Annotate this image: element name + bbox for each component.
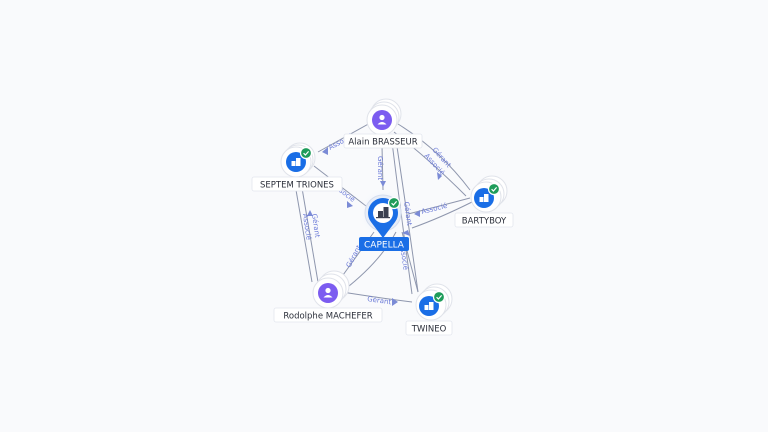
edge-label-rodolphe-septem-associe: Associé — [301, 213, 313, 240]
check-badge-icon — [487, 182, 501, 196]
node-alain-brasseur[interactable]: Alain BRASSEUR — [343, 98, 423, 149]
check-badge-icon — [387, 196, 401, 210]
node-rodolphe-machefer[interactable]: Rodolphe MACHEFER — [273, 270, 383, 323]
node-label: SEPTEM TRIONES — [260, 181, 334, 191]
arrow-head — [392, 298, 398, 306]
edge-alain-twineo-1 — [395, 139, 419, 293]
arrow-layer — [307, 147, 442, 306]
arrow-head — [437, 172, 442, 180]
edge-label-rodolphe-twineo: Gérant — [367, 295, 392, 306]
arrow-head — [347, 201, 353, 208]
node-capella[interactable]: CAPELLA — [359, 189, 409, 251]
edge-bartyboy-capella-1 — [407, 197, 471, 215]
building-icon — [376, 207, 390, 219]
edge-label-alain-capella: Gérant — [376, 156, 384, 180]
edge-label-alain-twineo-associe: Associé — [398, 243, 410, 270]
edge-label-rodolphe-septem-gerant: Gérant — [310, 213, 321, 238]
node-label: TWINEO — [411, 325, 447, 335]
arrow-head — [414, 210, 420, 217]
edge-rodolphe-septem-2 — [295, 189, 313, 283]
edge-alain-bartyboy-1 — [397, 123, 471, 191]
node-label: CAPELLA — [364, 241, 405, 251]
arrow-head — [402, 230, 410, 236]
check-badge-icon — [299, 146, 313, 160]
building-icon — [291, 158, 301, 166]
arrow-head — [380, 181, 386, 187]
arrow-head — [322, 147, 328, 155]
edge-bartyboy-capella-2 — [411, 201, 473, 229]
check-badge-icon — [432, 290, 446, 304]
edge-rodolphe-septem-1 — [301, 187, 319, 283]
building-icon — [424, 302, 434, 310]
node-label: Rodolphe MACHEFER — [283, 312, 372, 322]
building-icon — [479, 194, 489, 202]
person-icon — [323, 287, 333, 298]
edge-label-bartyboy-capella: Associé — [421, 202, 449, 216]
edge-rodolphe-twineo — [341, 291, 413, 303]
node-septem-triones[interactable]: SEPTEM TRIONES — [251, 142, 343, 192]
node-label: Alain BRASSEUR — [348, 138, 417, 148]
edge-label-alain-twineo-gerant: Gérant — [402, 201, 413, 226]
node-bartyboy[interactable]: BARTYBOY — [454, 175, 514, 228]
node-label: BARTYBOY — [462, 217, 507, 227]
arrow-head — [307, 210, 313, 216]
person-icon — [377, 114, 387, 125]
node-twineo[interactable]: TWINEO — [405, 283, 453, 336]
